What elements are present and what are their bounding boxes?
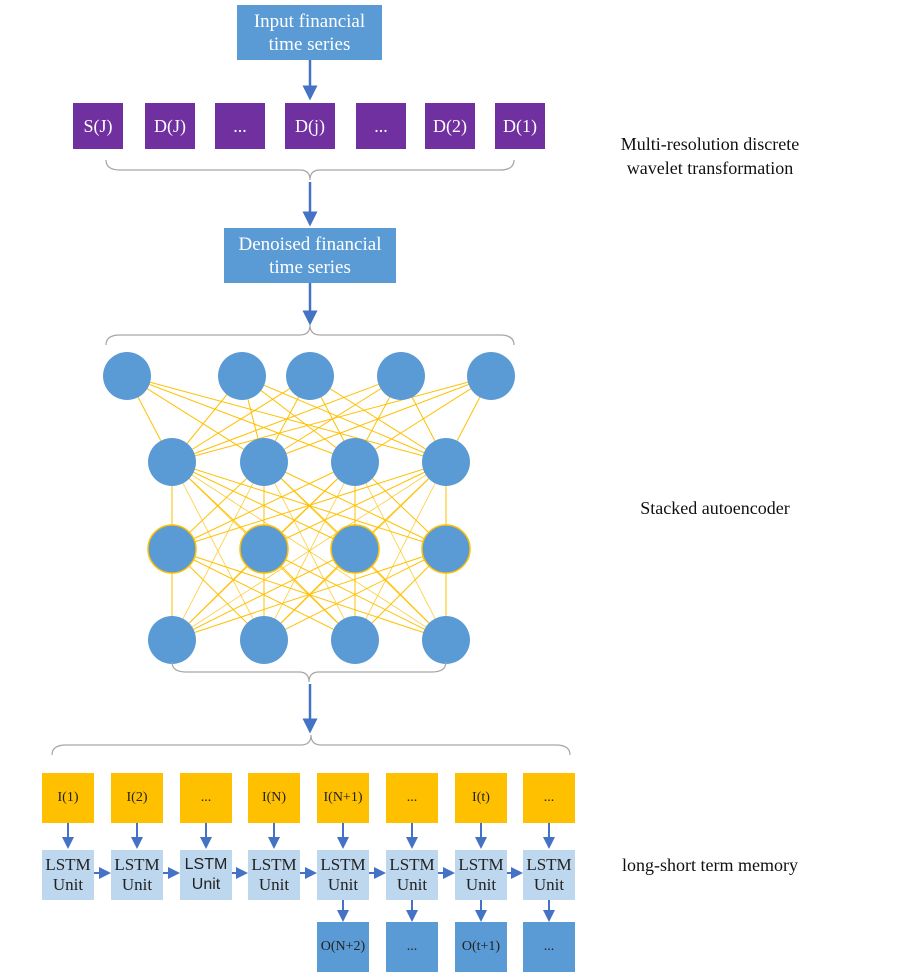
- lstm-input: ...: [386, 773, 438, 823]
- autoencoder-node: [422, 616, 470, 664]
- autoencoder-edge: [171, 548, 447, 641]
- denoised-series-box: Denoised financial time series: [224, 228, 396, 283]
- lstm-unit: LSTM Unit: [386, 850, 438, 900]
- brace-wavelets: [105, 159, 515, 181]
- autoencoder-edge: [171, 375, 402, 463]
- lstm-unit: LSTM Unit: [42, 850, 94, 900]
- autoencoder-edge: [171, 548, 356, 641]
- autoencoder-node: [148, 438, 196, 486]
- autoencoder-node: [239, 524, 289, 574]
- wavelet-component: S(J): [73, 103, 123, 149]
- autoencoder-node: [103, 352, 151, 400]
- autoencoder-node: [240, 616, 288, 664]
- lstm-unit: LSTM Unit: [523, 850, 575, 900]
- autoencoder-node: [331, 438, 379, 486]
- autoencoder-node: [148, 616, 196, 664]
- wavelet-component: D(1): [495, 103, 545, 149]
- wavelet-component: D(j): [285, 103, 335, 149]
- autoencoder-label: Stacked autoencoder: [640, 498, 790, 518]
- autoencoder-edge: [171, 461, 265, 641]
- autoencoder-edge: [126, 375, 265, 463]
- autoencoder-node: [218, 352, 266, 400]
- lstm-input: I(1): [42, 773, 94, 823]
- autoencoder-edge: [354, 461, 447, 641]
- wavelet-label: Multi-resolution discrete wavelet transf…: [620, 134, 800, 178]
- wavelet-component: D(2): [425, 103, 475, 149]
- denoised-series-text: Denoised financial time series: [238, 233, 382, 278]
- input-series-text: Input financial time series: [253, 10, 366, 55]
- autoencoder-edge: [263, 375, 492, 463]
- brace-autoencoder-top: [105, 324, 515, 346]
- autoencoder-edge: [263, 548, 447, 641]
- lstm-label: long-short term memory: [622, 855, 798, 875]
- autoencoder-node: [330, 524, 380, 574]
- autoencoder-edge: [171, 375, 492, 463]
- lstm-output: ...: [523, 922, 575, 972]
- lstm-unit: LSTM Unit: [248, 850, 300, 900]
- lstm-unit: LSTM Unit: [111, 850, 163, 900]
- wavelet-component: ...: [356, 103, 406, 149]
- autoencoder-node: [240, 438, 288, 486]
- autoencoder-node: [377, 352, 425, 400]
- wavelet-component: D(J): [145, 103, 195, 149]
- input-series-box: Input financial time series: [237, 5, 382, 60]
- autoencoder-node: [421, 524, 471, 574]
- brace-autoencoder-bottom: [171, 661, 447, 683]
- lstm-input: I(N+1): [317, 773, 369, 823]
- lstm-input: I(2): [111, 773, 163, 823]
- lstm-input: ...: [180, 773, 232, 823]
- lstm-output: O(t+1): [455, 922, 507, 972]
- autoencoder-node: [286, 352, 334, 400]
- autoencoder-edge: [171, 461, 356, 550]
- autoencoder-edge: [263, 461, 447, 550]
- autoencoder-node: [422, 438, 470, 486]
- brace-lstm-top: [51, 734, 571, 756]
- autoencoder-edge: [241, 375, 447, 463]
- lstm-input: I(N): [248, 773, 300, 823]
- wavelet-component: ...: [215, 103, 265, 149]
- lstm-unit: LSTM Unit: [180, 850, 232, 900]
- lstm-unit: LSTM Unit: [455, 850, 507, 900]
- lstm-input: I(t): [455, 773, 507, 823]
- autoencoder-node: [331, 616, 379, 664]
- autoencoder-edge: [354, 375, 492, 463]
- lstm-unit: LSTM Unit: [317, 850, 369, 900]
- autoencoder-node: [147, 524, 197, 574]
- autoencoder-edge: [171, 375, 311, 463]
- lstm-output: O(N+2): [317, 922, 369, 972]
- lstm-output: ...: [386, 922, 438, 972]
- lstm-input: ...: [523, 773, 575, 823]
- autoencoder-node: [467, 352, 515, 400]
- autoencoder-edge: [171, 461, 447, 641]
